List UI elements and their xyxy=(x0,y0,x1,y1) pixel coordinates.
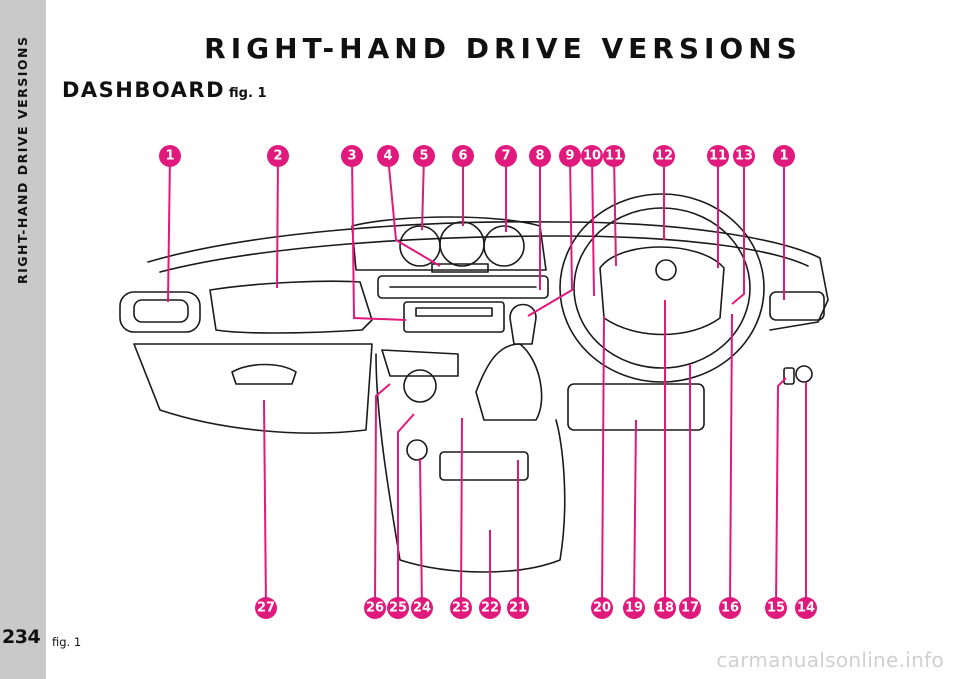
svg-text:20: 20 xyxy=(593,601,611,616)
callout-marker: 18 xyxy=(654,597,676,619)
callout-marker: 2 xyxy=(267,145,289,167)
upper-glovebox xyxy=(209,280,373,334)
callout-marker: 15 xyxy=(765,597,787,619)
callout-markers-bottom: 27 26 25 24 23 22 21 20 19 18 17 16 15 1… xyxy=(255,597,817,619)
svg-text:22: 22 xyxy=(481,601,499,616)
right-air-vent xyxy=(769,291,825,321)
left-air-vent xyxy=(119,291,201,333)
svg-text:2: 2 xyxy=(273,149,282,164)
svg-text:18: 18 xyxy=(656,601,674,616)
dashboard-top-inner xyxy=(159,235,809,273)
callout-leader-lines xyxy=(167,155,807,609)
section-heading-text: DASHBOARD xyxy=(62,78,226,102)
callout-marker: 20 xyxy=(591,597,613,619)
dashboard-top-outline xyxy=(147,221,829,331)
ignition-switch xyxy=(795,365,813,383)
svg-text:19: 19 xyxy=(625,601,643,616)
radio-unit xyxy=(403,301,505,333)
svg-text:26: 26 xyxy=(366,601,384,616)
callout-marker: 6 xyxy=(452,145,474,167)
svg-text:14: 14 xyxy=(797,601,815,616)
figure-caption: fig. 1 xyxy=(52,635,82,649)
callout-marker: 10 xyxy=(581,145,603,167)
steering-wheel-rim xyxy=(559,193,765,383)
svg-text:27: 27 xyxy=(257,601,275,616)
callout-marker: 7 xyxy=(495,145,517,167)
mirror-switch xyxy=(783,367,795,385)
svg-text:24: 24 xyxy=(413,601,431,616)
svg-text:11: 11 xyxy=(709,149,727,164)
page-title: RIGHT-HAND DRIVE VERSIONS xyxy=(204,32,802,65)
callout-marker: 5 xyxy=(413,145,435,167)
svg-text:1: 1 xyxy=(779,149,788,164)
watermark: carmanualsonline.info xyxy=(716,648,944,672)
callout-marker: 25 xyxy=(387,597,409,619)
gear-boot xyxy=(475,343,543,421)
callout-marker: 13 xyxy=(733,145,755,167)
callout-marker: 3 xyxy=(341,145,363,167)
svg-text:15: 15 xyxy=(767,601,785,616)
callout-marker: 4 xyxy=(377,145,399,167)
callout-marker: 14 xyxy=(795,597,817,619)
callout-marker: 26 xyxy=(364,597,386,619)
svg-text:4: 4 xyxy=(383,149,392,164)
callout-marker: 9 xyxy=(559,145,581,167)
svg-text:25: 25 xyxy=(389,601,407,616)
callout-marker: 21 xyxy=(507,597,529,619)
svg-text:5: 5 xyxy=(419,149,428,164)
svg-text:11: 11 xyxy=(605,149,623,164)
gauge-right xyxy=(483,225,525,267)
callout-marker: 8 xyxy=(529,145,551,167)
svg-text:10: 10 xyxy=(583,149,601,164)
lower-glovebox xyxy=(133,343,373,434)
callout-markers-top: 1 2 3 4 5 6 7 8 9 10 11 12 11 13 1 xyxy=(159,145,795,167)
callout-marker: 22 xyxy=(479,597,501,619)
page-number: 234 xyxy=(2,626,41,648)
svg-text:12: 12 xyxy=(655,149,673,164)
figure-reference: fig. 1 xyxy=(229,86,267,101)
callout-marker: 16 xyxy=(719,597,741,619)
svg-text:3: 3 xyxy=(347,149,356,164)
callout-marker: 11 xyxy=(603,145,625,167)
callout-marker: 24 xyxy=(411,597,433,619)
centre-air-vents xyxy=(377,275,549,299)
callout-marker: 1 xyxy=(159,145,181,167)
steering-wheel-hub xyxy=(599,246,725,336)
svg-text:23: 23 xyxy=(452,601,470,616)
callout-marker: 1 xyxy=(773,145,795,167)
centre-console xyxy=(381,349,459,377)
side-strip xyxy=(0,0,46,679)
svg-text:16: 16 xyxy=(721,601,739,616)
callout-marker: 27 xyxy=(255,597,277,619)
callout-marker: 19 xyxy=(623,597,645,619)
gauge-center xyxy=(439,221,485,267)
callout-marker: 17 xyxy=(679,597,701,619)
callout-marker: 23 xyxy=(450,597,472,619)
gear-lever xyxy=(509,303,537,345)
svg-text:1: 1 xyxy=(165,149,174,164)
svg-text:13: 13 xyxy=(735,149,753,164)
callout-marker: 11 xyxy=(707,145,729,167)
svg-text:7: 7 xyxy=(501,149,510,164)
svg-text:8: 8 xyxy=(535,149,544,164)
svg-text:17: 17 xyxy=(681,601,699,616)
svg-text:9: 9 xyxy=(565,149,574,164)
svg-text:21: 21 xyxy=(509,601,527,616)
svg-text:6: 6 xyxy=(458,149,467,164)
cigar-lighter xyxy=(406,439,428,461)
callout-marker: 12 xyxy=(653,145,675,167)
